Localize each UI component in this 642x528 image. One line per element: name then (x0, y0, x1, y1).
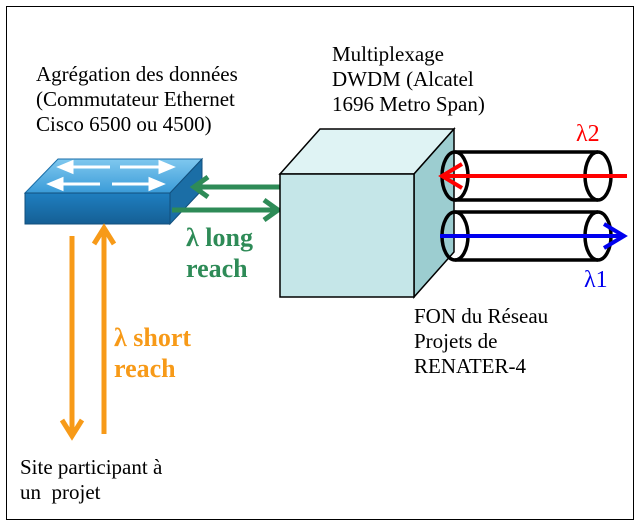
lambda2-label: λ2 (576, 121, 600, 147)
multiplexing-label: Multiplexage DWDM (Alcatel 1696 Metro Sp… (332, 42, 485, 116)
lambda1-arrow (440, 222, 628, 250)
long-reach-label: λ long reach (186, 223, 253, 283)
short-reach-arrows (59, 223, 117, 441)
long-reach-arrows (172, 174, 283, 223)
lambda2-arrow (438, 162, 627, 190)
lambda1-label: λ1 (584, 267, 608, 293)
site-label: Site participant à un projet (20, 455, 163, 504)
dwdm-mux-cube (278, 127, 456, 299)
fon-network-label: FON du Réseau Projets de RENATER-4 (414, 304, 549, 378)
ethernet-switch-icon (23, 157, 204, 226)
short-reach-label: λ short reach (114, 323, 192, 383)
aggregation-label: Agrégation des données (Commutateur Ethe… (36, 62, 238, 136)
